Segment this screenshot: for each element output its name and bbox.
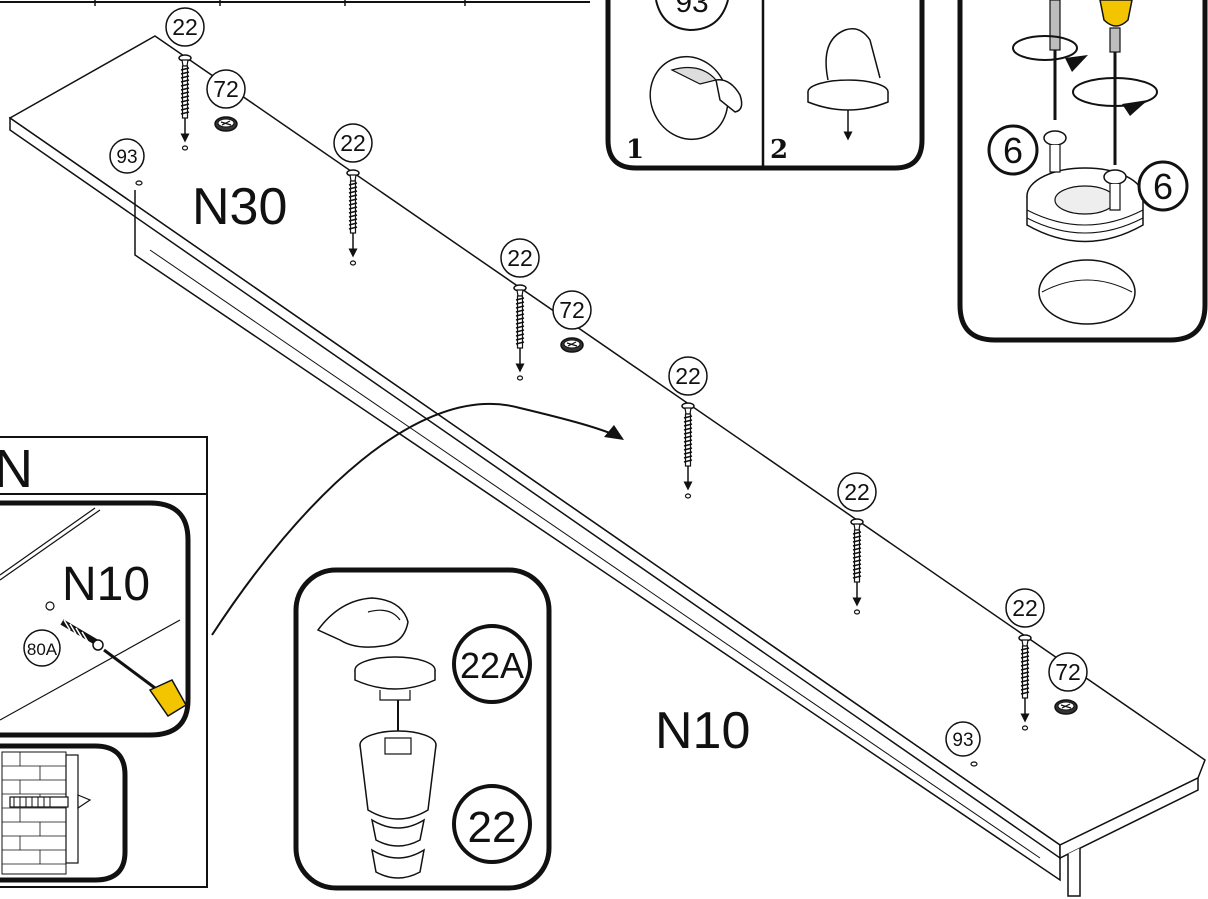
shelf-board: [8, 35, 1206, 897]
callout-top-93: 93: [675, 0, 708, 19]
cam-group-3: 72: [1048, 652, 1088, 715]
callout-22: 22: [675, 363, 701, 389]
cam-group-2: 72: [552, 290, 592, 353]
cam-lock-instruction-panel: 6 6: [957, 0, 1208, 343]
screw-group-1: 22: [165, 7, 205, 150]
callout-72: 72: [213, 76, 239, 102]
inset-header-label: N: [0, 439, 33, 499]
flow-arrow: [211, 402, 623, 636]
finger-icon: [715, 79, 743, 113]
callout-22: 22: [1012, 595, 1038, 621]
rotation-arrow-icon: [1072, 77, 1158, 107]
cam-lock-icon: [560, 337, 584, 353]
finger-icon: [825, 28, 881, 81]
screw-group-4: 22: [668, 356, 708, 498]
flow-arrow-head: [604, 425, 624, 440]
screw-group-5: 22: [837, 472, 877, 614]
screwdriver-icon: [1099, 0, 1133, 27]
cam-lock-icon: [214, 116, 238, 132]
callout-22: 22: [172, 14, 198, 40]
top-strip-frame: [0, 0, 590, 6]
screw-icon: [1103, 169, 1127, 185]
inset-panel-label-n10: N10: [62, 558, 150, 611]
callout-22: 22: [507, 245, 533, 271]
callout-72: 72: [1055, 659, 1081, 685]
screw-group-3: 22: [500, 238, 540, 380]
callout-6: 6: [1003, 130, 1023, 171]
cam-group-1: 72: [206, 69, 246, 132]
cap-insertion-panel: 22A 22: [293, 567, 552, 891]
shelf-label-n10: N10: [655, 702, 750, 760]
callout-93: 93: [116, 147, 137, 168]
shelf-label-n30: N30: [192, 178, 287, 236]
callout-93: 93: [952, 730, 973, 751]
drill-hole-icon: [1038, 259, 1136, 325]
callout-22: 22: [340, 130, 366, 156]
screw-icon: [1043, 130, 1067, 146]
callout-80a: 80A: [27, 640, 58, 659]
callout-6: 6: [1153, 166, 1173, 207]
rotation-arrow-icon: [1012, 35, 1078, 61]
cover-cap-instruction-panel: 93 1 2: [605, 0, 925, 171]
cover-cap-group-1: 93: [109, 138, 145, 186]
callout-22-large: 22: [468, 803, 517, 852]
step-number-2: 2: [770, 135, 788, 165]
wall-anchor-icon: [9, 796, 69, 808]
screw-group-2: 22: [333, 123, 373, 265]
callout-72: 72: [559, 297, 585, 323]
screwdriver-icon: [103, 648, 156, 690]
step-number-1: 1: [626, 135, 644, 165]
cam-lock-icon: [1054, 699, 1078, 715]
callout-22: 22: [844, 479, 870, 505]
cover-cap-group-2: 93: [945, 721, 981, 767]
callout-22a: 22A: [460, 645, 524, 686]
wall-mount-inset: N N10 80A: [0, 436, 208, 888]
screw-group-6: 22: [1005, 588, 1045, 730]
screwdriver-icon: [1049, 0, 1061, 51]
